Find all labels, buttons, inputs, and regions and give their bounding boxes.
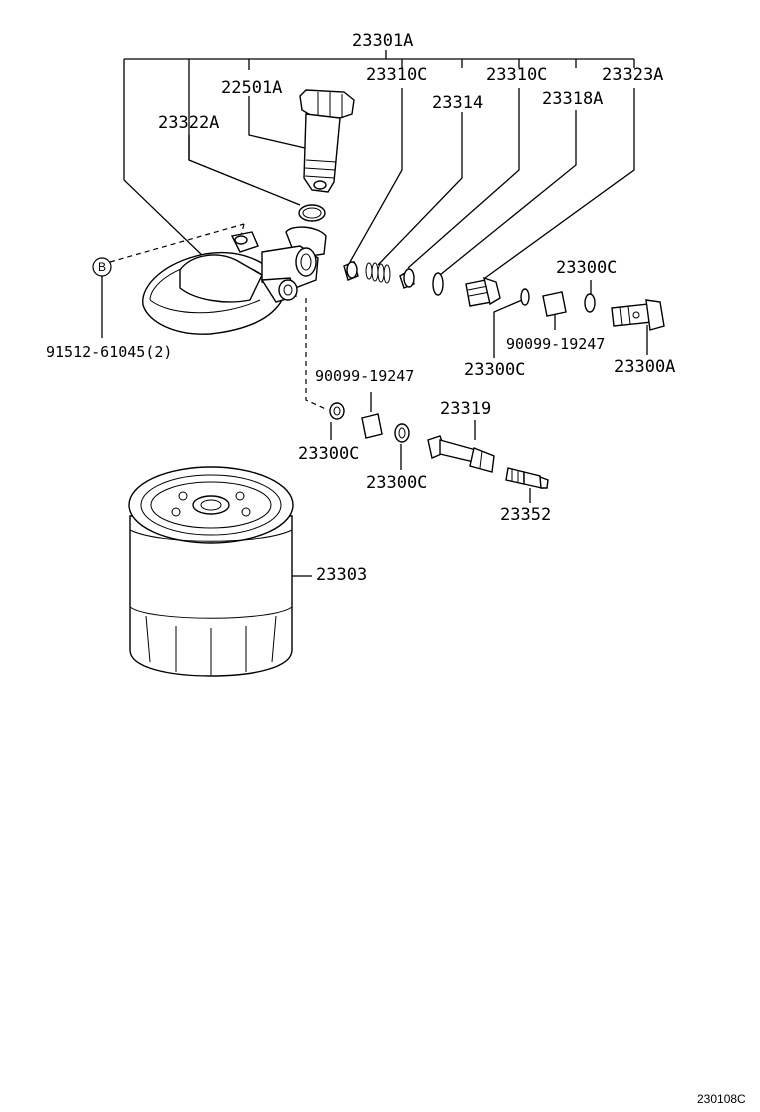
gasket-lower-right — [394, 423, 410, 443]
label-valve-seat-b: 23310C — [486, 65, 547, 85]
gasket-lower-left — [329, 402, 345, 420]
label-union-bolt: 23300A — [614, 357, 675, 377]
filter-bracket — [142, 226, 327, 335]
spring — [365, 262, 391, 284]
label-gasket-upper-right: 23300C — [556, 258, 617, 278]
label-bolt: 91512-61045(2) — [46, 343, 172, 361]
label-gasket-lower-left: 23300C — [298, 444, 359, 464]
leader-lines — [101, 88, 648, 577]
label-plug: 23323A — [602, 65, 663, 85]
svg-text:B: B — [98, 260, 106, 274]
label-sleeve-left: 90099-19247 — [315, 367, 414, 385]
label-assembly: 23301A — [352, 31, 413, 51]
label-bleeder: 23352 — [500, 505, 551, 525]
valve — [432, 272, 444, 296]
label-valve: 23318A — [542, 89, 603, 109]
label-sleeve-right: 90099-19247 — [506, 335, 605, 353]
priming-pump-cap — [299, 89, 355, 193]
assembly-bracket — [123, 50, 635, 259]
valve-seat-a — [343, 261, 359, 281]
union-bolt — [611, 299, 665, 331]
plug — [465, 276, 501, 307]
label-valve-seat-a: 23310C — [366, 65, 427, 85]
valve-seat-b — [399, 268, 415, 289]
label-union-bolt-lower: 23319 — [440, 399, 491, 419]
reference-b-icon: B — [92, 257, 112, 277]
bleeder-plug — [505, 467, 549, 489]
figure-code: 230108C — [697, 1092, 746, 1106]
sleeve-right — [542, 291, 567, 317]
label-gasket-upper: 23300C — [464, 360, 525, 380]
label-cap: 22501A — [221, 78, 282, 98]
part-labels: 23301A 22501A 23322A 23310C 23314 23310C… — [46, 31, 746, 1106]
sleeve-left — [361, 413, 383, 439]
label-gasket-lower-right: 23300C — [366, 473, 427, 493]
label-filter: 23303 — [316, 565, 367, 585]
label-oring-cap: 23322A — [158, 113, 219, 133]
gasket-upper — [520, 288, 530, 306]
label-spring: 23314 — [432, 93, 483, 113]
o-ring-cap — [298, 204, 326, 222]
oil-filter — [128, 466, 294, 677]
gasket-upper-right — [584, 293, 596, 313]
union-bolt-lower — [427, 435, 495, 473]
